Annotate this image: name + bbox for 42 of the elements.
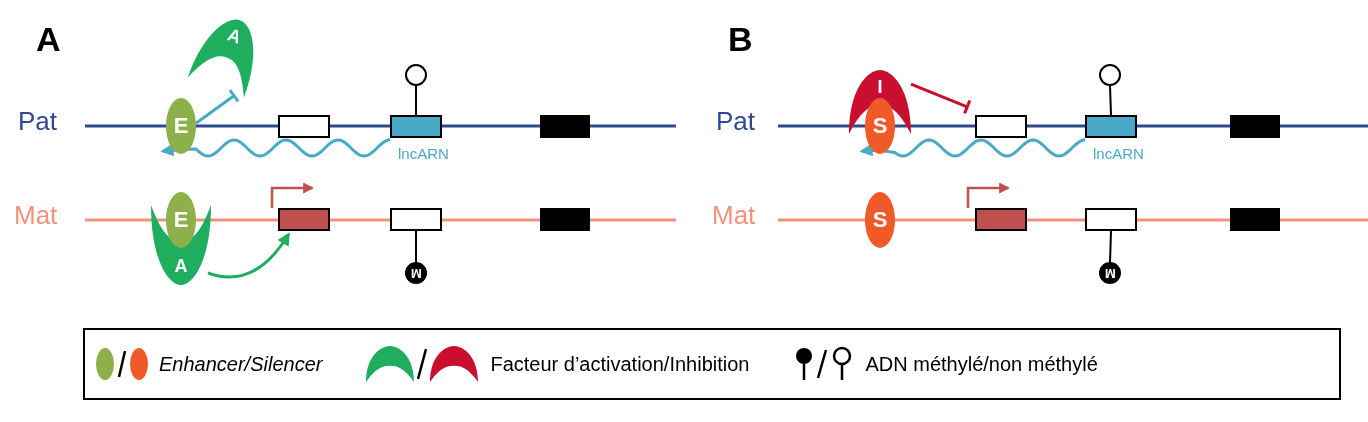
inhibition-factor-shape [849, 70, 911, 134]
legend-text: Enhancer/Silencer [159, 352, 323, 377]
gene-box [975, 115, 1027, 138]
activation-factor-shape [151, 205, 211, 285]
legend-text: ADN méthylé/non méthylé [865, 352, 1098, 377]
gene-box [390, 208, 442, 231]
panel-letter: A [36, 22, 61, 56]
gene-box [1230, 115, 1280, 138]
enhancer-oval [166, 192, 196, 248]
maternal-allele-label: Mat [712, 202, 756, 228]
node-letter: E [173, 115, 189, 137]
lollipop-stem [415, 230, 417, 263]
gene-box [278, 208, 330, 231]
lollipop-stem [415, 85, 417, 116]
lncrna-wave [859, 137, 1086, 158]
node-letter: M [410, 266, 422, 280]
node-letter: S [872, 115, 888, 137]
lollipop-stem [1109, 230, 1112, 263]
legend-text: Facteur d’activation/Inhibition [490, 352, 750, 377]
node-letter: A [224, 24, 245, 48]
maternal-allele-label: Mat [14, 202, 58, 228]
panel-letter: B [728, 22, 753, 56]
gene-box [1085, 208, 1137, 231]
gene-box [1230, 208, 1280, 231]
activation-arrow [207, 232, 290, 279]
node-letter: M [1104, 266, 1116, 280]
lollipop-stem [1109, 85, 1112, 116]
silencer-oval [865, 192, 895, 248]
paternal-allele-label: Pat [18, 108, 58, 134]
gene-box [975, 208, 1027, 231]
node-letter: E [173, 209, 189, 231]
lncrna-wave [160, 137, 391, 158]
gene-box [540, 115, 590, 138]
lncrna-label: lncARN [398, 146, 449, 161]
node-letter: S [872, 209, 888, 231]
enhancer-oval [166, 98, 196, 154]
node-letter: A [174, 256, 188, 276]
gene-box [278, 115, 330, 138]
paternal-allele-label: Pat [716, 108, 756, 134]
gene-box [540, 208, 590, 231]
lncrna-label: lncARN [1093, 146, 1144, 161]
node-letter: I [877, 77, 883, 97]
